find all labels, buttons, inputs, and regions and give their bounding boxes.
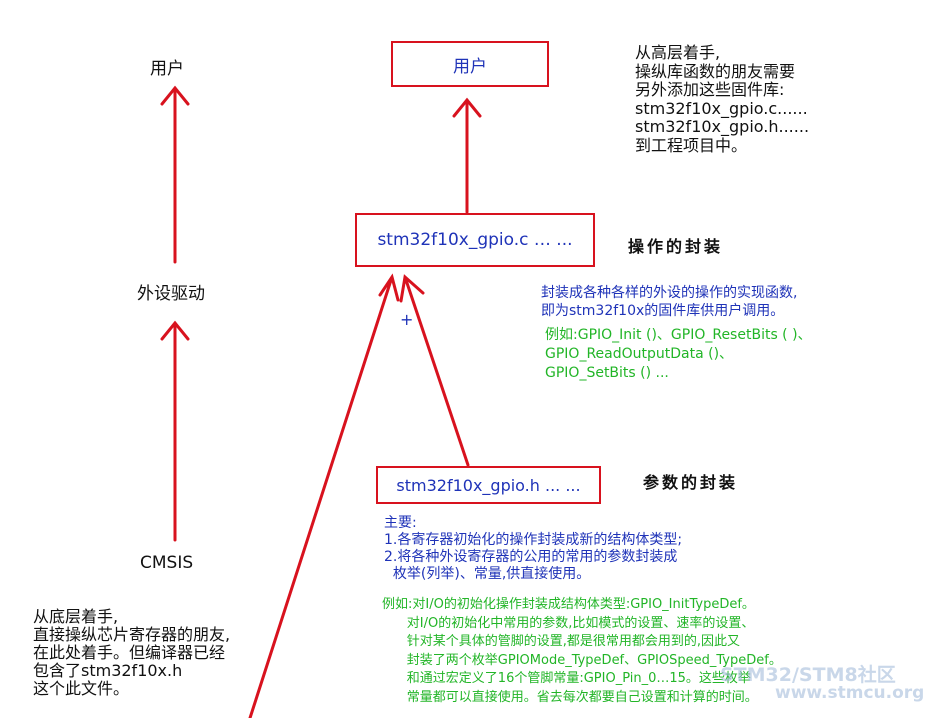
param-example-line: 对I/O的初始化中常用的参数,比如模式的设置、速率的设置、	[382, 615, 755, 631]
main-points-line: 主要:	[384, 515, 417, 531]
param-example-line: 常量都可以直接使用。省去每次都要自己设置和计算的时间。	[382, 689, 758, 705]
watermark-line-1: STM32/STM8社区	[720, 664, 896, 686]
arrow-gpio-h-to-gpio-c	[399, 274, 470, 467]
bottom-note-line: 从底层着手,	[33, 607, 119, 626]
param-example-line: 针对某个具体的管脚的设置,都是很常用都会用到的,因此又	[382, 634, 741, 649]
gpio-h-box-label: stm32f10x_gpio.h ... ...	[396, 475, 581, 495]
bottom-note-line: 这个此文件。	[33, 679, 130, 698]
gpio-c-box-label: stm32f10x_gpio.c … ...	[377, 230, 573, 250]
operation-example: 例如:GPIO_Init ()、GPIO_ResetBits ( )、 GPIO…	[545, 326, 812, 383]
watermark-line-2: www.stmcu.org	[775, 683, 925, 703]
param-example-line: 例如:对I/O的初始化操作封装成结构体类型:GPIO_InitTypeDef。	[382, 597, 755, 612]
gpio-c-box: stm32f10x_gpio.c … ...	[355, 213, 595, 267]
gpio-h-box: stm32f10x_gpio.h ... ...	[376, 466, 601, 504]
plus-sign: +	[400, 310, 414, 329]
arrow-bottom-to-gpio-c	[248, 273, 400, 718]
bottom-left-note: 从底层着手, 直接操纵芯片寄存器的朋友, 在此处着手。但编译器已经 包含了stm…	[33, 608, 230, 698]
op-desc-line: 封装成各种各样的外设的操作的实现函数,	[541, 285, 798, 301]
bottom-note-line: 包含了stm32f10x.h	[33, 661, 183, 680]
user-box-label: 用户	[453, 56, 487, 77]
top-note-line: stm32f10x_gpio.h......	[635, 117, 810, 136]
operation-description: 封装成各种各样的外设的操作的实现函数, 即为stm32f10x的固件库供用户调用…	[541, 284, 797, 320]
main-points-line: 枚举(列举)、常量,供直接使用。	[384, 566, 591, 582]
peripheral-driver-label: 外设驱动	[137, 284, 205, 304]
parameter-wrap-title: 参数的封装	[643, 473, 739, 492]
arrow-driver-to-user	[160, 85, 190, 264]
main-points-line: 2.将各种外设寄存器的公用的常用的参数封装成	[384, 549, 678, 565]
bottom-note-line: 直接操纵芯片寄存器的朋友,	[33, 625, 231, 644]
op-example-line: 例如:GPIO_Init ()、GPIO_ResetBits ( )、	[545, 327, 812, 343]
user-box: 用户	[391, 41, 549, 87]
left-user-label: 用户	[150, 59, 184, 79]
top-note-line: 从高层着手,	[635, 43, 721, 62]
op-desc-line: 即为stm32f10x的固件库供用户调用。	[541, 303, 785, 319]
arrow-cmsis-to-driver	[160, 320, 190, 542]
operation-wrap-title: 操作的封装	[628, 237, 724, 256]
bottom-note-line: 在此处着手。但编译器已经	[33, 643, 226, 662]
cmsis-label: CMSIS	[140, 553, 194, 573]
op-example-line: GPIO_SetBits () ...	[545, 365, 669, 381]
main-points: 主要: 1.各寄存器初始化的操作封装成新的结构体类型; 2.将各种外设寄存器的公…	[384, 515, 682, 583]
op-example-line: GPIO_ReadOutputData ()、	[545, 346, 734, 362]
top-note-line: 操纵库函数的朋友需要	[635, 61, 796, 81]
main-points-line: 1.各寄存器初始化的操作封装成新的结构体类型;	[384, 532, 683, 548]
top-note-line: stm32f10x_gpio.c......	[635, 98, 808, 118]
parameter-example: 例如:对I/O的初始化操作封装成结构体类型:GPIO_InitTypeDef。 …	[382, 596, 782, 707]
param-example-line: 封装了两个枚举GPIOMode_TypeDef、GPIOSpeed_TypeDe…	[382, 652, 782, 668]
arrow-gpio-c-to-user	[452, 97, 482, 214]
top-note-line: 另外添加这些固件库:	[635, 80, 785, 99]
top-right-note: 从高层着手, 操纵库函数的朋友需要 另外添加这些固件库: stm32f10x_g…	[635, 43, 810, 155]
param-example-line: 和通过宏定义了16个管脚常量:GPIO_Pin_0…15。这些枚举	[382, 671, 751, 686]
top-note-line: 到工程项目中。	[635, 135, 748, 155]
